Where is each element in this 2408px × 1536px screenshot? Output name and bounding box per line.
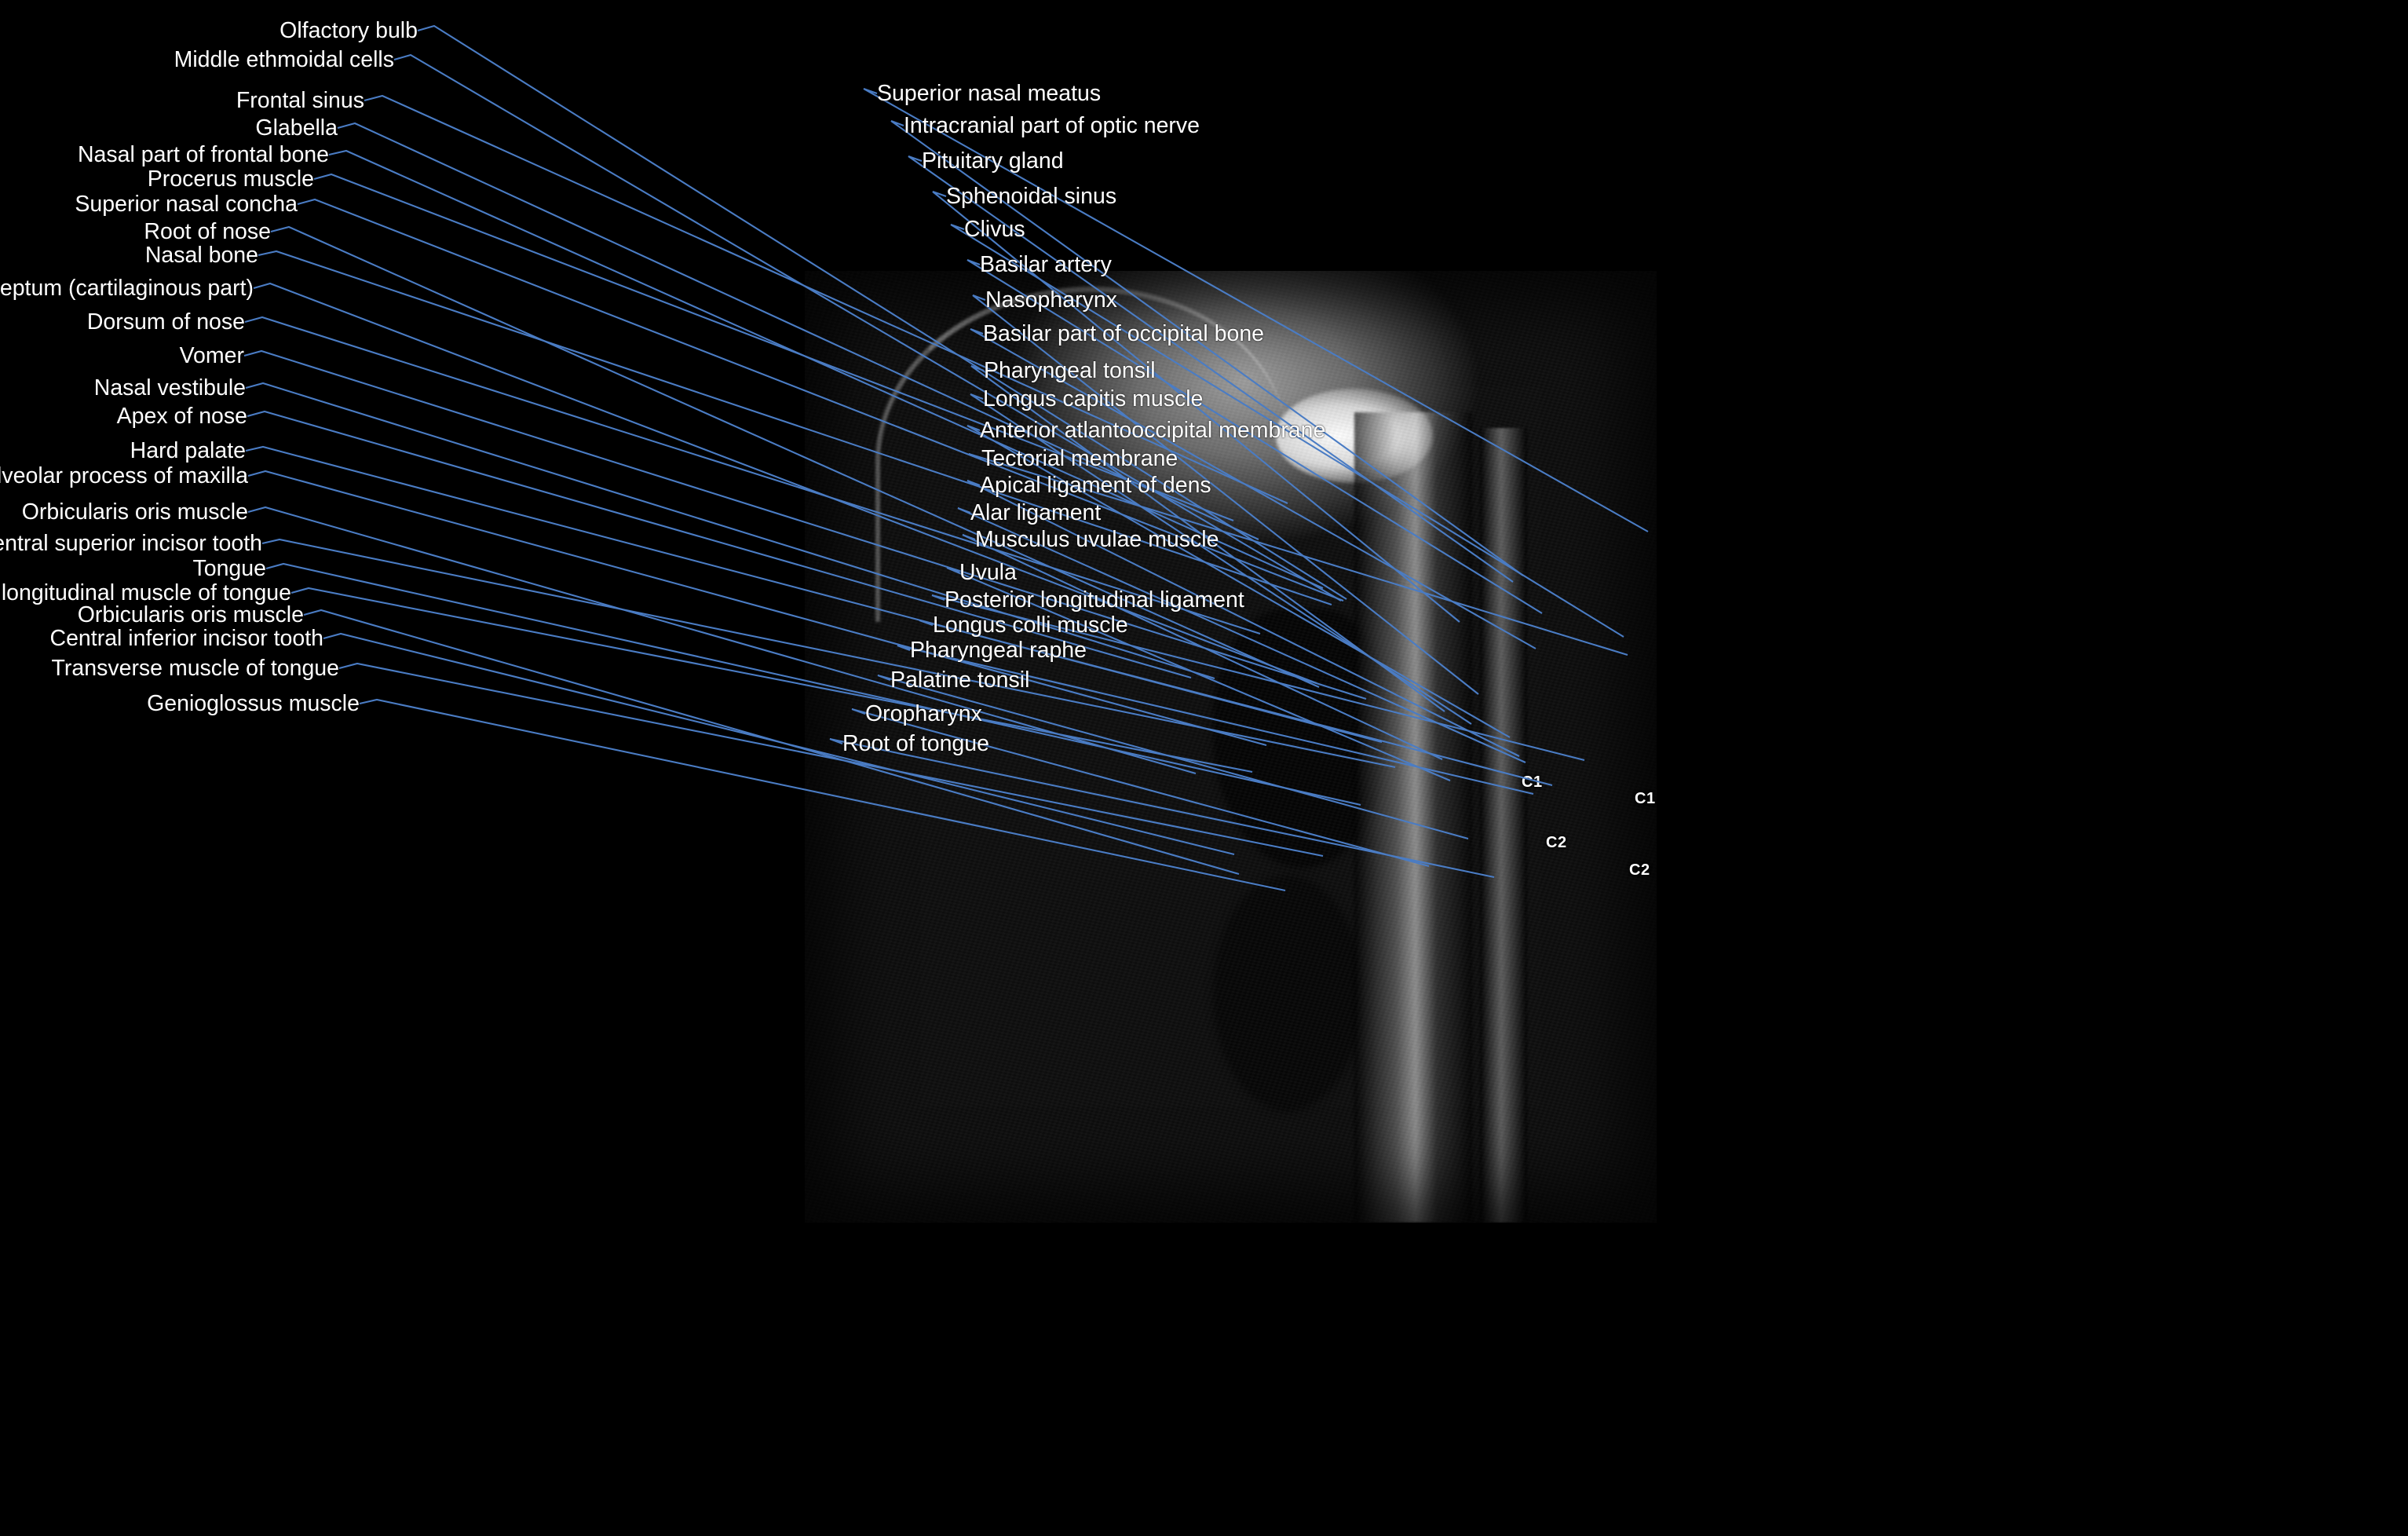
anatomy-label-pituitary-gland: Pituitary gland — [922, 148, 1064, 174]
anatomy-label-apex-of-nose: Apex of nose — [116, 403, 247, 429]
anatomy-label-oropharynx: Oropharynx — [865, 700, 982, 726]
scan-oropharynx-airway — [1213, 876, 1362, 1111]
anatomy-label-alveolar-process-of-maxilla: Alveolar process of maxilla — [0, 463, 248, 488]
anatomy-label-tectorial-membrane: Tectorial membrane — [981, 445, 1178, 471]
vertebra-label-c1-1: C1 — [1635, 790, 1656, 807]
anatomy-label-basilar-part-of-occipital-bone: Basilar part of occipital bone — [983, 320, 1265, 346]
anatomy-label-palatine-tonsil: Palatine tonsil — [890, 667, 1030, 693]
anatomy-label-glabella: Glabella — [255, 115, 338, 141]
anatomy-label-basilar-artery: Basilar artery — [980, 251, 1112, 277]
anatomy-label-root-of-nose: Root of nose — [144, 218, 271, 244]
anatomy-label-pharyngeal-raphe: Pharyngeal raphe — [910, 637, 1087, 663]
anatomy-label-musculus-uvulae-muscle: Musculus uvulae muscle — [975, 526, 1219, 552]
anatomy-label-nasopharynx: Nasopharynx — [985, 287, 1117, 313]
anatomy-label-root-of-tongue: Root of tongue — [842, 730, 989, 756]
anatomy-label-sphenoidal-sinus: Sphenoidal sinus — [946, 183, 1117, 209]
anatomy-label-intracranial-part-of-optic-nerve: Intracranial part of optic nerve — [904, 112, 1200, 138]
anatomy-label-olfactory-bulb: Olfactory bulb — [280, 17, 418, 43]
anatomy-label-uvula: Uvula — [959, 559, 1017, 585]
anatomy-label-hard-palate: Hard palate — [130, 437, 246, 463]
anatomy-label-nasal-vestibule: Nasal vestibule — [93, 375, 246, 400]
anatomy-label-tongue: Tongue — [192, 555, 266, 581]
anatomy-label-orbicularis-oris-muscle: Orbicularis oris muscle — [77, 602, 304, 627]
anatomy-label-orbicularis-oris-muscle: Orbicularis oris muscle — [21, 499, 248, 525]
anatomy-label-nasal-bone: Nasal bone — [144, 242, 258, 268]
anatomy-label-frontal-sinus: Frontal sinus — [236, 87, 364, 113]
vertebra-label-c1-0: C1 — [1522, 773, 1543, 791]
anatomy-label-longus-capitis-muscle: Longus capitis muscle — [983, 386, 1204, 411]
anatomy-label-vomer: Vomer — [179, 342, 244, 368]
anatomy-label-central-superior-incisor-tooth: Central superior incisor tooth — [0, 530, 262, 556]
anatomy-label-superior-nasal-concha: Superior nasal concha — [75, 191, 298, 217]
anatomy-label-nasal-part-of-frontal-bone: Nasal part of frontal bone — [77, 141, 329, 167]
anatomy-label-dorsum-of-nose: Dorsum of nose — [86, 309, 245, 335]
anatomy-label-genioglossus-muscle: Genioglossus muscle — [147, 690, 360, 716]
vertebra-label-c2-2: C2 — [1546, 834, 1567, 851]
anatomy-label-anterior-atlantooccipital-membrane: Anterior atlantooccipital membrane — [980, 417, 1326, 443]
anatomy-label-middle-ethmoidal-cells: Middle ethmoidal cells — [174, 46, 394, 72]
anatomy-label-clivus: Clivus — [964, 216, 1025, 242]
anatomy-label-apical-ligament-of-dens: Apical ligament of dens — [980, 472, 1211, 498]
anatomy-label-alar-ligament: Alar ligament — [970, 499, 1102, 525]
anatomy-label-nasal-septum-cartilaginous-part: Nasal septum (cartilaginous part) — [0, 275, 254, 301]
vertebra-label-c2-3: C2 — [1629, 861, 1650, 879]
anatomy-label-procerus-muscle: Procerus muscle — [147, 166, 314, 192]
anatomy-label-pharyngeal-tonsil: Pharyngeal tonsil — [984, 357, 1156, 383]
anatomy-label-posterior-longitudinal-ligament: Posterior longitudinal ligament — [945, 587, 1244, 613]
anatomy-label-central-inferior-incisor-tooth: Central inferior incisor tooth — [49, 625, 324, 651]
anatomy-label-superior-nasal-meatus: Superior nasal meatus — [877, 80, 1102, 106]
anatomy-label-transverse-muscle-of-tongue: Transverse muscle of tongue — [51, 655, 339, 681]
anatomy-label-superior-longitudinal-muscle-of-tongue: Superior longitudinal muscle of tongue — [0, 580, 291, 605]
anatomy-label-longus-colli-muscle: Longus colli muscle — [933, 612, 1128, 638]
